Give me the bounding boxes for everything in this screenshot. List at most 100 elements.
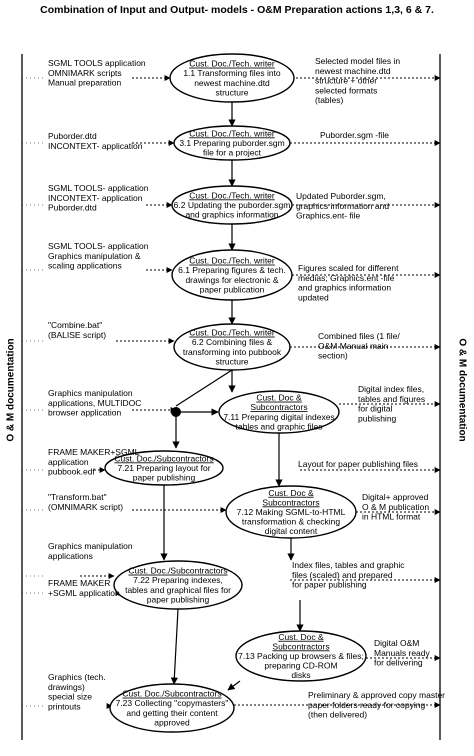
node-action-label: paper publishing: [133, 473, 196, 483]
output-label: (then delivered): [308, 710, 367, 720]
node-action-label: newest machine.dtd: [194, 78, 270, 88]
output-label: tables and figures: [358, 394, 425, 404]
output-label: for digital: [358, 404, 393, 414]
output-label: for delivering: [374, 658, 423, 668]
input-label: Puborder.dtd: [48, 203, 97, 213]
output-label: Graphics.ent- file: [296, 211, 361, 221]
node-role-label: Cust. Doc &: [268, 488, 314, 498]
node-action-label: 7.22 Preparing indexes,: [133, 575, 223, 585]
node-role-label: Cust. Doc./Subcontractors: [122, 689, 221, 699]
input-label: "Transform.bat": [48, 492, 107, 502]
input-label: Graphics (tech.: [48, 672, 106, 682]
output-label: Digital index files,: [358, 384, 424, 394]
output-label: publishing: [358, 413, 397, 423]
input-label: Graphics manipulation: [48, 541, 133, 551]
node-action-label: paper publishing: [147, 594, 210, 604]
node-action-label: preparing CD-ROM: [264, 661, 337, 671]
node-action-label: drawings for electronic &: [185, 275, 278, 285]
node-role-label: Subcontractors: [250, 402, 307, 412]
input-label: INCONTEXT- application: [48, 193, 143, 203]
input-label: SGML TOOLS- application: [48, 241, 149, 251]
node-role-label: Cust. Doc &: [278, 632, 324, 642]
output-label: Puborder.sgm -file: [320, 130, 389, 140]
node-action-label: 6.2 Updating the puborder.sgm: [174, 200, 291, 210]
input-label: SGML TOOLS application: [48, 58, 146, 68]
node-action-label: transforming into pubbook: [183, 347, 282, 357]
output-label: O&M Manual main: [318, 341, 389, 351]
node-role-label: Cust. Doc./Subcontractors: [128, 566, 227, 576]
input-label: Puborder.dtd: [48, 131, 97, 141]
input-label: drawings): [48, 682, 85, 692]
output-label: and graphics information: [298, 283, 391, 293]
input-label: INCONTEXT- application: [48, 141, 143, 151]
output-label: Preliminary & approved copy master: [308, 690, 445, 700]
node-role-label: Cust. Doc &: [256, 393, 302, 403]
output-label: Figures scaled for different: [298, 263, 399, 273]
diagram-title: Combination of Input and Output- models …: [40, 4, 434, 16]
process-ellipse: [169, 53, 295, 103]
node-action-label: file for a project: [203, 148, 262, 158]
input-label: Graphics manipulation &: [48, 251, 141, 261]
node-role-label: Cust. Doc./Tech. writer: [189, 59, 275, 69]
output-label: in HTML format: [362, 512, 421, 522]
node-action-label: transformation & checking: [242, 517, 341, 527]
output-label: paper folders ready for copying: [308, 700, 425, 710]
output-label: O & M publication: [362, 502, 429, 512]
input-label: browser application: [48, 408, 122, 418]
input-label: scaling applications: [48, 261, 122, 271]
output-label: section): [318, 351, 348, 361]
output-label: selected formats: [315, 85, 377, 95]
flow-arrow: [227, 680, 241, 691]
node-action-label: 6.1 Preparing figures & tech.: [178, 265, 286, 275]
node-action-label: 7.23 Collecting "copymasters": [116, 698, 229, 708]
process-ellipse: [104, 450, 224, 486]
output-label: newest machine.dtd: [315, 66, 391, 76]
output-label: graphics information and: [296, 201, 389, 211]
output-label: Selected model files in: [315, 56, 400, 66]
node-role-label: Cust. Doc./Subcontractors: [114, 453, 213, 463]
node-action-label: 7.13 Packing up browsers & files;: [238, 651, 364, 661]
process-ellipse: [113, 560, 243, 610]
node-action-label: paper publication: [200, 284, 265, 294]
output-label: medias; Graphics.ent -file: [298, 273, 395, 283]
node-role-label: Cust. Doc./Tech. writer: [189, 190, 275, 200]
process-ellipse: [171, 185, 293, 225]
node-action-label: digital content: [265, 526, 318, 536]
output-label: files (scaled) and prepared: [292, 570, 393, 580]
input-label: application: [48, 457, 89, 467]
node-action-label: 7.11 Preparing digital indexes: [223, 412, 334, 422]
node-action-label: approved: [154, 717, 190, 727]
process-ellipse: [109, 683, 235, 733]
node-action-label: tables and graphic files: [236, 421, 323, 431]
input-label: pubbook.edf: [48, 467, 95, 477]
node-action-label: 7.12 Making SGML-to-HTML: [237, 507, 346, 517]
node-role-label: Subcontractors: [272, 641, 329, 651]
output-label: Updated Puborder.sgm,: [296, 191, 386, 201]
node-action-label: disks: [291, 670, 310, 680]
flow-arrow: [175, 369, 233, 407]
input-label: OMNIMARK scripts: [48, 68, 122, 78]
node-action-label: 3.1 Preparing puborder.sgm: [179, 138, 284, 148]
node-action-label: structure: [215, 356, 248, 366]
node-action-label: and getting their content: [126, 708, 218, 718]
node-role-label: Cust. Doc./Tech. writer: [189, 128, 275, 138]
input-label: Graphics manipulation: [48, 388, 133, 398]
input-label: special size: [48, 692, 92, 702]
input-label: (BALISE script): [48, 330, 106, 340]
output-label: (tables): [315, 95, 344, 105]
process-ellipse: [225, 485, 357, 539]
node-role-label: Subcontractors: [262, 497, 319, 507]
process-ellipse: [171, 249, 293, 301]
input-label: applications, MULTIDOC: [48, 398, 141, 408]
